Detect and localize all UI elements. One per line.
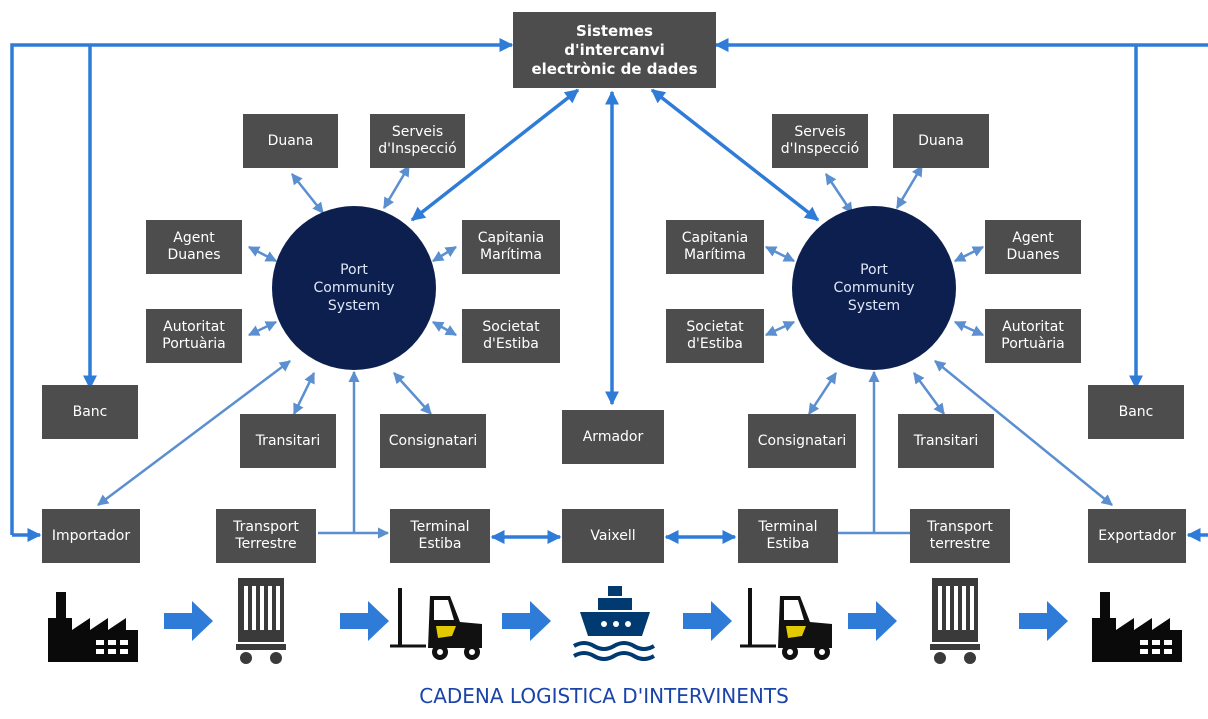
autoritat-portuaria-left: Autoritat Portuària: [146, 309, 242, 363]
forklift-icon: [740, 588, 832, 660]
flow-arrow: [164, 601, 213, 641]
transitari-left: Transitari: [240, 414, 336, 468]
duana-left: Duana: [243, 114, 338, 168]
factory-icon: [1092, 592, 1182, 662]
cluster-connectors: [97, 165, 1113, 539]
societat-estiba-left: Societat d'Estiba: [462, 309, 560, 363]
consignatari-left: Consignatari: [380, 414, 486, 468]
factory-icon: [42, 578, 142, 666]
flow-arrow: [683, 601, 732, 641]
flow-arrow: [848, 601, 897, 641]
container-icon: [236, 578, 286, 664]
transitari-right: Transitari: [898, 414, 994, 468]
armador: Armador: [562, 410, 664, 464]
container-icon: [930, 578, 980, 664]
forklift-icon: [390, 588, 482, 660]
transport-terrestre-right: Transport terrestre: [910, 509, 1010, 563]
terminal-estiba-right: Terminal Estiba: [738, 509, 838, 563]
agent-duanes-right: Agent Duanes: [985, 220, 1081, 274]
vaixell: Vaixell: [562, 509, 664, 563]
footer-title: CADENA LOGISTICA D'INTERVINENTS: [419, 684, 789, 708]
flow-arrow: [340, 601, 389, 641]
serveis-inspeccio-left: Serveis d'Inspecció: [370, 114, 465, 168]
transport-terrestre-left: Transport Terrestre: [216, 509, 316, 563]
network-connectors: [10, 38, 1208, 544]
flow-arrow: [502, 601, 551, 641]
capitania-maritima-right: Capitania Marítima: [666, 220, 764, 274]
serveis-inspeccio-right: Serveis d'Inspecció: [772, 114, 868, 168]
importador: Importador: [42, 509, 140, 563]
flow-arrow: [1019, 601, 1068, 641]
banc-left: Banc: [42, 385, 138, 439]
societat-estiba-right: Societat d'Estiba: [666, 309, 764, 363]
port-community-system-left: Port Community System: [272, 206, 436, 370]
autoritat-portuaria-right: Autoritat Portuària: [985, 309, 1081, 363]
flow-arrows: [164, 601, 1068, 641]
exportador: Exportador: [1088, 509, 1186, 563]
port-community-system-right: Port Community System: [792, 206, 956, 370]
consignatari-right: Consignatari: [748, 414, 856, 468]
data-exchange-systems-box: Sistemes d'intercanvi electrònic de dade…: [513, 12, 716, 88]
terminal-estiba-left: Terminal Estiba: [390, 509, 490, 563]
capitania-maritima-left: Capitania Marítima: [462, 220, 560, 274]
ship-icon: [572, 586, 656, 661]
banc-right: Banc: [1088, 385, 1184, 439]
duana-right: Duana: [893, 114, 989, 168]
agent-duanes-left: Agent Duanes: [146, 220, 242, 274]
